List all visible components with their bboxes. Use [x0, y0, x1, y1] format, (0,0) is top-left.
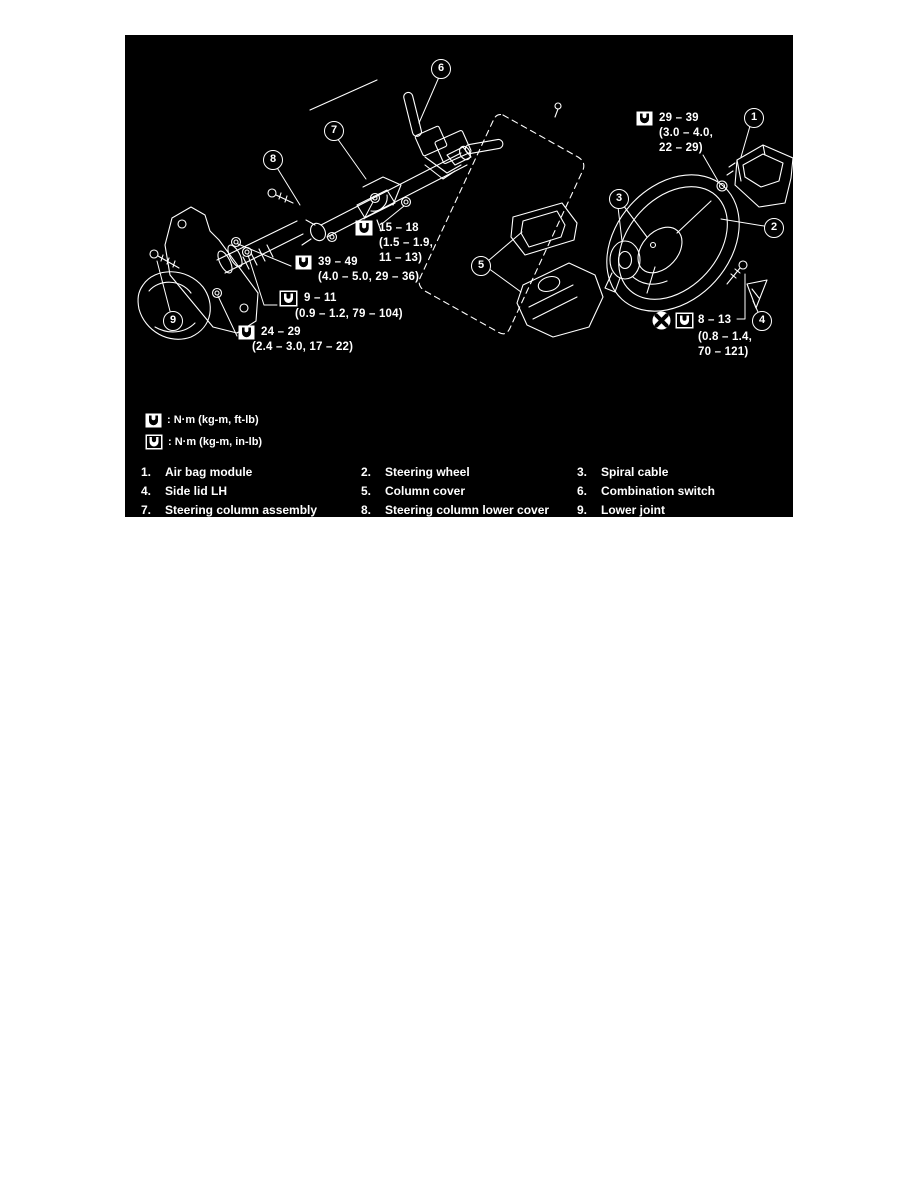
- torque-spec-air-bag-bolt: 8 – 13 (0.8 – 1.4, 70 – 121): [652, 311, 752, 359]
- exploded-view-drawing: [137, 76, 793, 340]
- torque-ft-lb-icon: [355, 220, 373, 236]
- column-cover-drawing: [510, 202, 604, 338]
- torque-in-lb-icon: [279, 290, 298, 307]
- torque-value: 29 – 39: [659, 112, 699, 125]
- torque-value-metric: (1.5 – 1.9,: [379, 237, 433, 249]
- torque-ft-lb-icon: [636, 111, 653, 126]
- air-bag-module-drawing: [726, 144, 793, 208]
- torque-value: 39 – 49: [318, 256, 358, 269]
- bolt-drawings: [149, 188, 748, 285]
- part-label: Side lid LH: [165, 484, 228, 498]
- torque-value-metric: (0.9 – 1.2, 79 – 104): [295, 308, 403, 320]
- callout-7: 7: [324, 121, 344, 141]
- torque-value-metric: (2.4 – 3.0, 17 – 22): [252, 341, 354, 353]
- parts-list-item-4: 4. Side lid LH: [141, 484, 361, 498]
- parts-list-item-9: 9. Lower joint: [577, 503, 777, 517]
- nut-drawings: [211, 180, 728, 299]
- part-number: 9.: [577, 503, 588, 517]
- torque-unit-legend: : N·m (kg-m, ft-lb) : N·m (kg-m, in-lb): [145, 413, 262, 456]
- torque-value-imperial: 70 – 121): [698, 345, 749, 358]
- part-label: Spiral cable: [601, 465, 669, 479]
- torque-in-lb-icon: [145, 434, 163, 450]
- torque-spec-steering-wheel-nut: 29 – 39 (3.0 – 4.0, 22 – 29): [636, 111, 713, 155]
- torque-in-lb-icon: [675, 312, 694, 329]
- callout-1: 1: [744, 108, 764, 128]
- parts-list: 1. Air bag module 2. Steering wheel 3. Spir…: [141, 465, 789, 517]
- part-number: 1.: [141, 465, 152, 479]
- parts-list-item-7: 7. Steering column assembly: [141, 503, 361, 517]
- do-not-reuse-icon: [652, 311, 671, 330]
- legend-label: : N·m (kg-m, in-lb): [168, 435, 263, 448]
- dashed-panel-outline: [418, 114, 585, 335]
- part-label: Steering column lower cover: [385, 503, 550, 517]
- torque-value: 24 – 29: [261, 326, 301, 339]
- part-number: 3.: [577, 465, 588, 479]
- torque-spec-column-nuts: 9 – 11 (0.9 – 1.2, 79 – 104): [279, 290, 403, 322]
- parts-list-item-6: 6. Combination switch: [577, 484, 777, 498]
- callout-6: 6: [431, 59, 451, 79]
- callout-2: 2: [764, 218, 784, 238]
- parts-list-item-3: 3. Spiral cable: [577, 465, 777, 479]
- part-number: 5.: [361, 484, 372, 498]
- torque-value: 9 – 11: [304, 292, 337, 305]
- torque-value: 15 – 18: [379, 221, 419, 234]
- legend-in-lb: : N·m (kg-m, in-lb): [145, 434, 262, 450]
- parts-list-item-1: 1. Air bag module: [141, 465, 361, 479]
- parts-list-item-2: 2. Steering wheel: [361, 465, 577, 479]
- callout-5: 5: [471, 256, 491, 276]
- steering-wheel-drawing: [606, 174, 740, 312]
- part-number: 2.: [361, 465, 372, 479]
- callout-3: 3: [609, 189, 629, 209]
- part-number: 4.: [141, 484, 152, 498]
- part-label: Lower joint: [601, 503, 665, 517]
- part-label: Column cover: [385, 484, 466, 498]
- callout-9: 9: [163, 311, 183, 331]
- torque-ft-lb-icon: [238, 325, 255, 340]
- figure-panel: 1 2 3 4 5 6 7 8 9 29 – 39 (3.0 – 4.0, 22…: [125, 35, 793, 517]
- torque-value-metric: (0.8 – 1.4,: [698, 331, 752, 343]
- torque-value-imperial: 11 – 13): [379, 251, 423, 264]
- torque-spec-joint-flange-nuts: 24 – 29 (2.4 – 3.0, 17 – 22): [238, 325, 353, 355]
- torque-value-metric: (3.0 – 4.0,: [659, 127, 713, 139]
- part-label: Steering wheel: [385, 465, 470, 479]
- part-number: 6.: [577, 484, 588, 498]
- part-number: 8.: [361, 503, 372, 517]
- callout-4: 4: [752, 311, 772, 331]
- torque-ft-lb-icon: [145, 413, 162, 428]
- torque-value: 8 – 13: [698, 314, 732, 327]
- leader-lines: [156, 76, 765, 337]
- combination-switch-drawing: [403, 91, 562, 174]
- torque-ft-lb-icon: [295, 255, 312, 270]
- legend-ft-lb: : N·m (kg-m, ft-lb): [145, 413, 262, 428]
- part-label: Air bag module: [165, 465, 253, 479]
- side-lid-drawing: [746, 279, 768, 309]
- torque-spec-lower-joint-bolt: 39 – 49 (4.0 – 5.0, 29 – 36): [295, 255, 419, 285]
- part-label: Steering column assembly: [165, 503, 318, 517]
- steering-column-drawing: [301, 79, 472, 246]
- parts-list-item-5: 5. Column cover: [361, 484, 577, 498]
- torque-spec-column-bracket: 15 – 18 (1.5 – 1.9, 11 – 13): [355, 220, 433, 265]
- torque-value-imperial: 22 – 29): [659, 141, 703, 154]
- part-label: Combination switch: [601, 484, 715, 498]
- legend-label: : N·m (kg-m, ft-lb): [167, 414, 259, 426]
- parts-list-item-8: 8. Steering column lower cover: [361, 503, 577, 517]
- part-number: 7.: [141, 503, 152, 517]
- torque-value-metric: (4.0 – 5.0, 29 – 36): [318, 271, 420, 283]
- callout-8: 8: [263, 150, 283, 170]
- lower-joint-drawing: [137, 206, 304, 340]
- spiral-cable-drawing: [604, 240, 641, 293]
